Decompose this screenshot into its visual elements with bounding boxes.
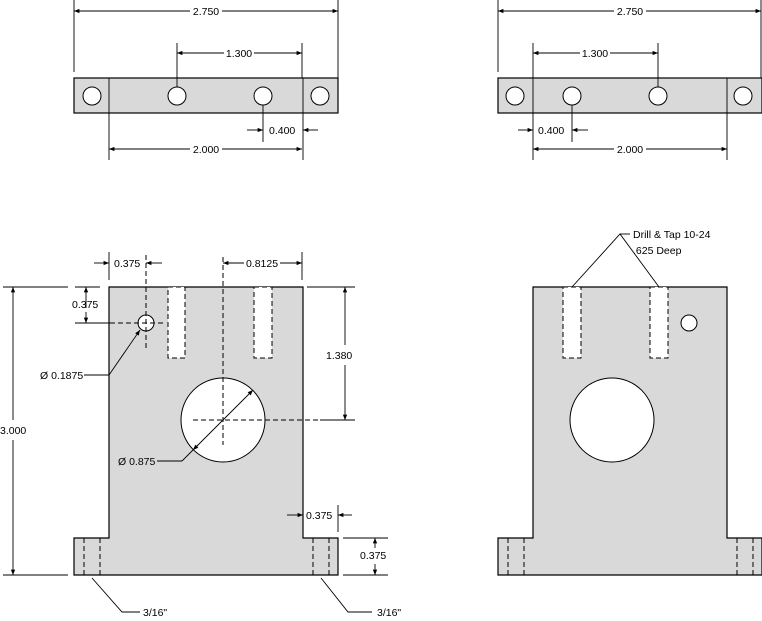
hole bbox=[562, 86, 582, 106]
hole bbox=[82, 86, 102, 106]
hole bbox=[167, 86, 187, 106]
dim-hole-y: 0.375 bbox=[72, 299, 98, 311]
hole bbox=[648, 86, 668, 106]
tap-note-line1: Drill & Tap 10-24 bbox=[633, 229, 711, 241]
front-view-right: Drill & Tap 10-24 .625 Deep bbox=[497, 229, 762, 576]
dim-foot-width: 0.375 bbox=[306, 510, 332, 522]
hole bbox=[253, 86, 273, 106]
dim-hole-offset: 0.400 bbox=[538, 125, 564, 137]
right-chamfer-label: 3/16" bbox=[377, 607, 401, 619]
hole bbox=[505, 86, 525, 106]
small-hole-diameter: Ø 0.1875 bbox=[40, 370, 83, 382]
top-view-left: 2.750 1.300 0.400 2.000 bbox=[73, 0, 339, 160]
dim-foot-height: 0.375 bbox=[360, 550, 386, 562]
dim-height: 3.000 bbox=[0, 425, 26, 437]
small-hole bbox=[680, 314, 698, 332]
dim-hole-spacing: 1.300 bbox=[226, 48, 252, 60]
front-view-left: 0.375 0.8125 0.375 3.000 1.380 Ø 0.1875 … bbox=[0, 252, 401, 619]
tapped-hole-slot bbox=[562, 286, 582, 359]
hole bbox=[310, 86, 330, 106]
hole bbox=[733, 86, 753, 106]
dim-overall-width: 2.750 bbox=[193, 6, 219, 18]
dim-center-height: 1.380 bbox=[326, 350, 352, 362]
dim-hole-offset: 0.400 bbox=[269, 125, 295, 137]
dim-hole-x: 0.375 bbox=[114, 258, 140, 270]
tapped-hole-slot bbox=[167, 286, 186, 359]
dim-overall-width: 2.750 bbox=[617, 6, 643, 18]
top-view-body bbox=[73, 77, 339, 114]
dim-slot-offset: 0.8125 bbox=[246, 258, 278, 270]
dim-body-width: 2.000 bbox=[617, 144, 643, 156]
top-view-right: 2.750 1.300 0.400 2.000 bbox=[497, 0, 762, 160]
large-hole-diameter: Ø 0.875 bbox=[118, 456, 156, 468]
dim-hole-spacing: 1.300 bbox=[582, 48, 608, 60]
tapped-hole-slot bbox=[253, 286, 273, 359]
tap-note-line2: .625 Deep bbox=[633, 245, 682, 257]
top-view-body bbox=[497, 77, 762, 114]
dim-body-width: 2.000 bbox=[193, 144, 219, 156]
large-hole bbox=[569, 377, 655, 463]
tapped-hole-slot bbox=[649, 286, 669, 359]
left-chamfer-label: 3/16" bbox=[143, 607, 167, 619]
